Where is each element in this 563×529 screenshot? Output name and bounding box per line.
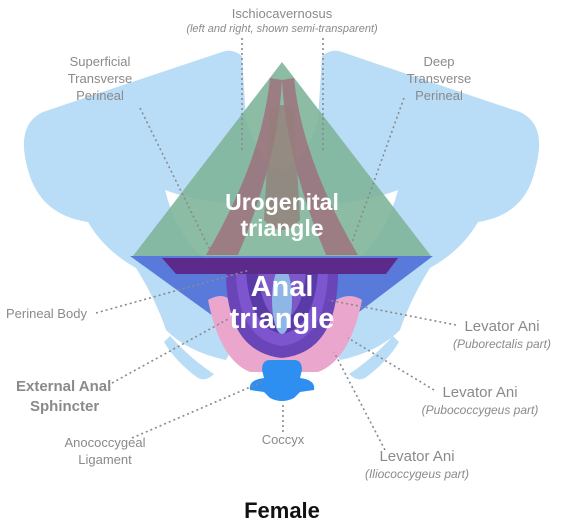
urogenital-label-line1: Urogenital [225, 189, 339, 215]
external-anal-sphincter [226, 266, 338, 358]
coccyx-bone [249, 360, 315, 401]
label-levator-2: Levator Ani [442, 384, 517, 401]
label-superficial-line1: Superficial [70, 54, 131, 69]
urogenital-label-line2: triangle [240, 215, 323, 241]
label-coccyx: Coccyx [262, 432, 305, 447]
leader-lines [95, 38, 457, 451]
label-external-anal-line2: Sphincter [30, 398, 99, 415]
anal-label-line2: triangle [230, 303, 335, 335]
label-external-anal-line1: External Anal [16, 378, 111, 395]
label-anococcygeal-line1: Anococcygeal [65, 435, 146, 450]
label-levator-3-part: (Iliococcygeus part) [365, 467, 469, 481]
label-ischiocavernosus-note: (left and right, shown semi-transparent) [186, 23, 378, 35]
label-perineal-body: Perineal Body [6, 306, 87, 321]
label-levator-1-part: (Puborectalis part) [453, 337, 551, 351]
anal-label-line1: Anal [251, 271, 314, 303]
label-ischiocavernosus: Ischiocavernosus [232, 6, 333, 21]
label-anococcygeal-line2: Ligament [78, 452, 132, 467]
label-levator-1: Levator Ani [464, 318, 539, 335]
diagram-title: Female [244, 498, 320, 523]
label-deep-line1: Deep [423, 54, 454, 69]
label-superficial-line3: Perineal [76, 88, 124, 103]
label-superficial-line2: Transverse [68, 71, 133, 86]
levator-ani-sheet [208, 296, 362, 372]
ischiocavernosus-muscles [206, 78, 358, 255]
label-levator-3: Levator Ani [379, 448, 454, 465]
label-deep-line3: Perineal [415, 88, 463, 103]
label-deep-line2: Transverse [407, 71, 472, 86]
perineal-membrane-band [162, 258, 398, 274]
label-levator-2-part: (Pubococcygeus part) [422, 403, 539, 417]
